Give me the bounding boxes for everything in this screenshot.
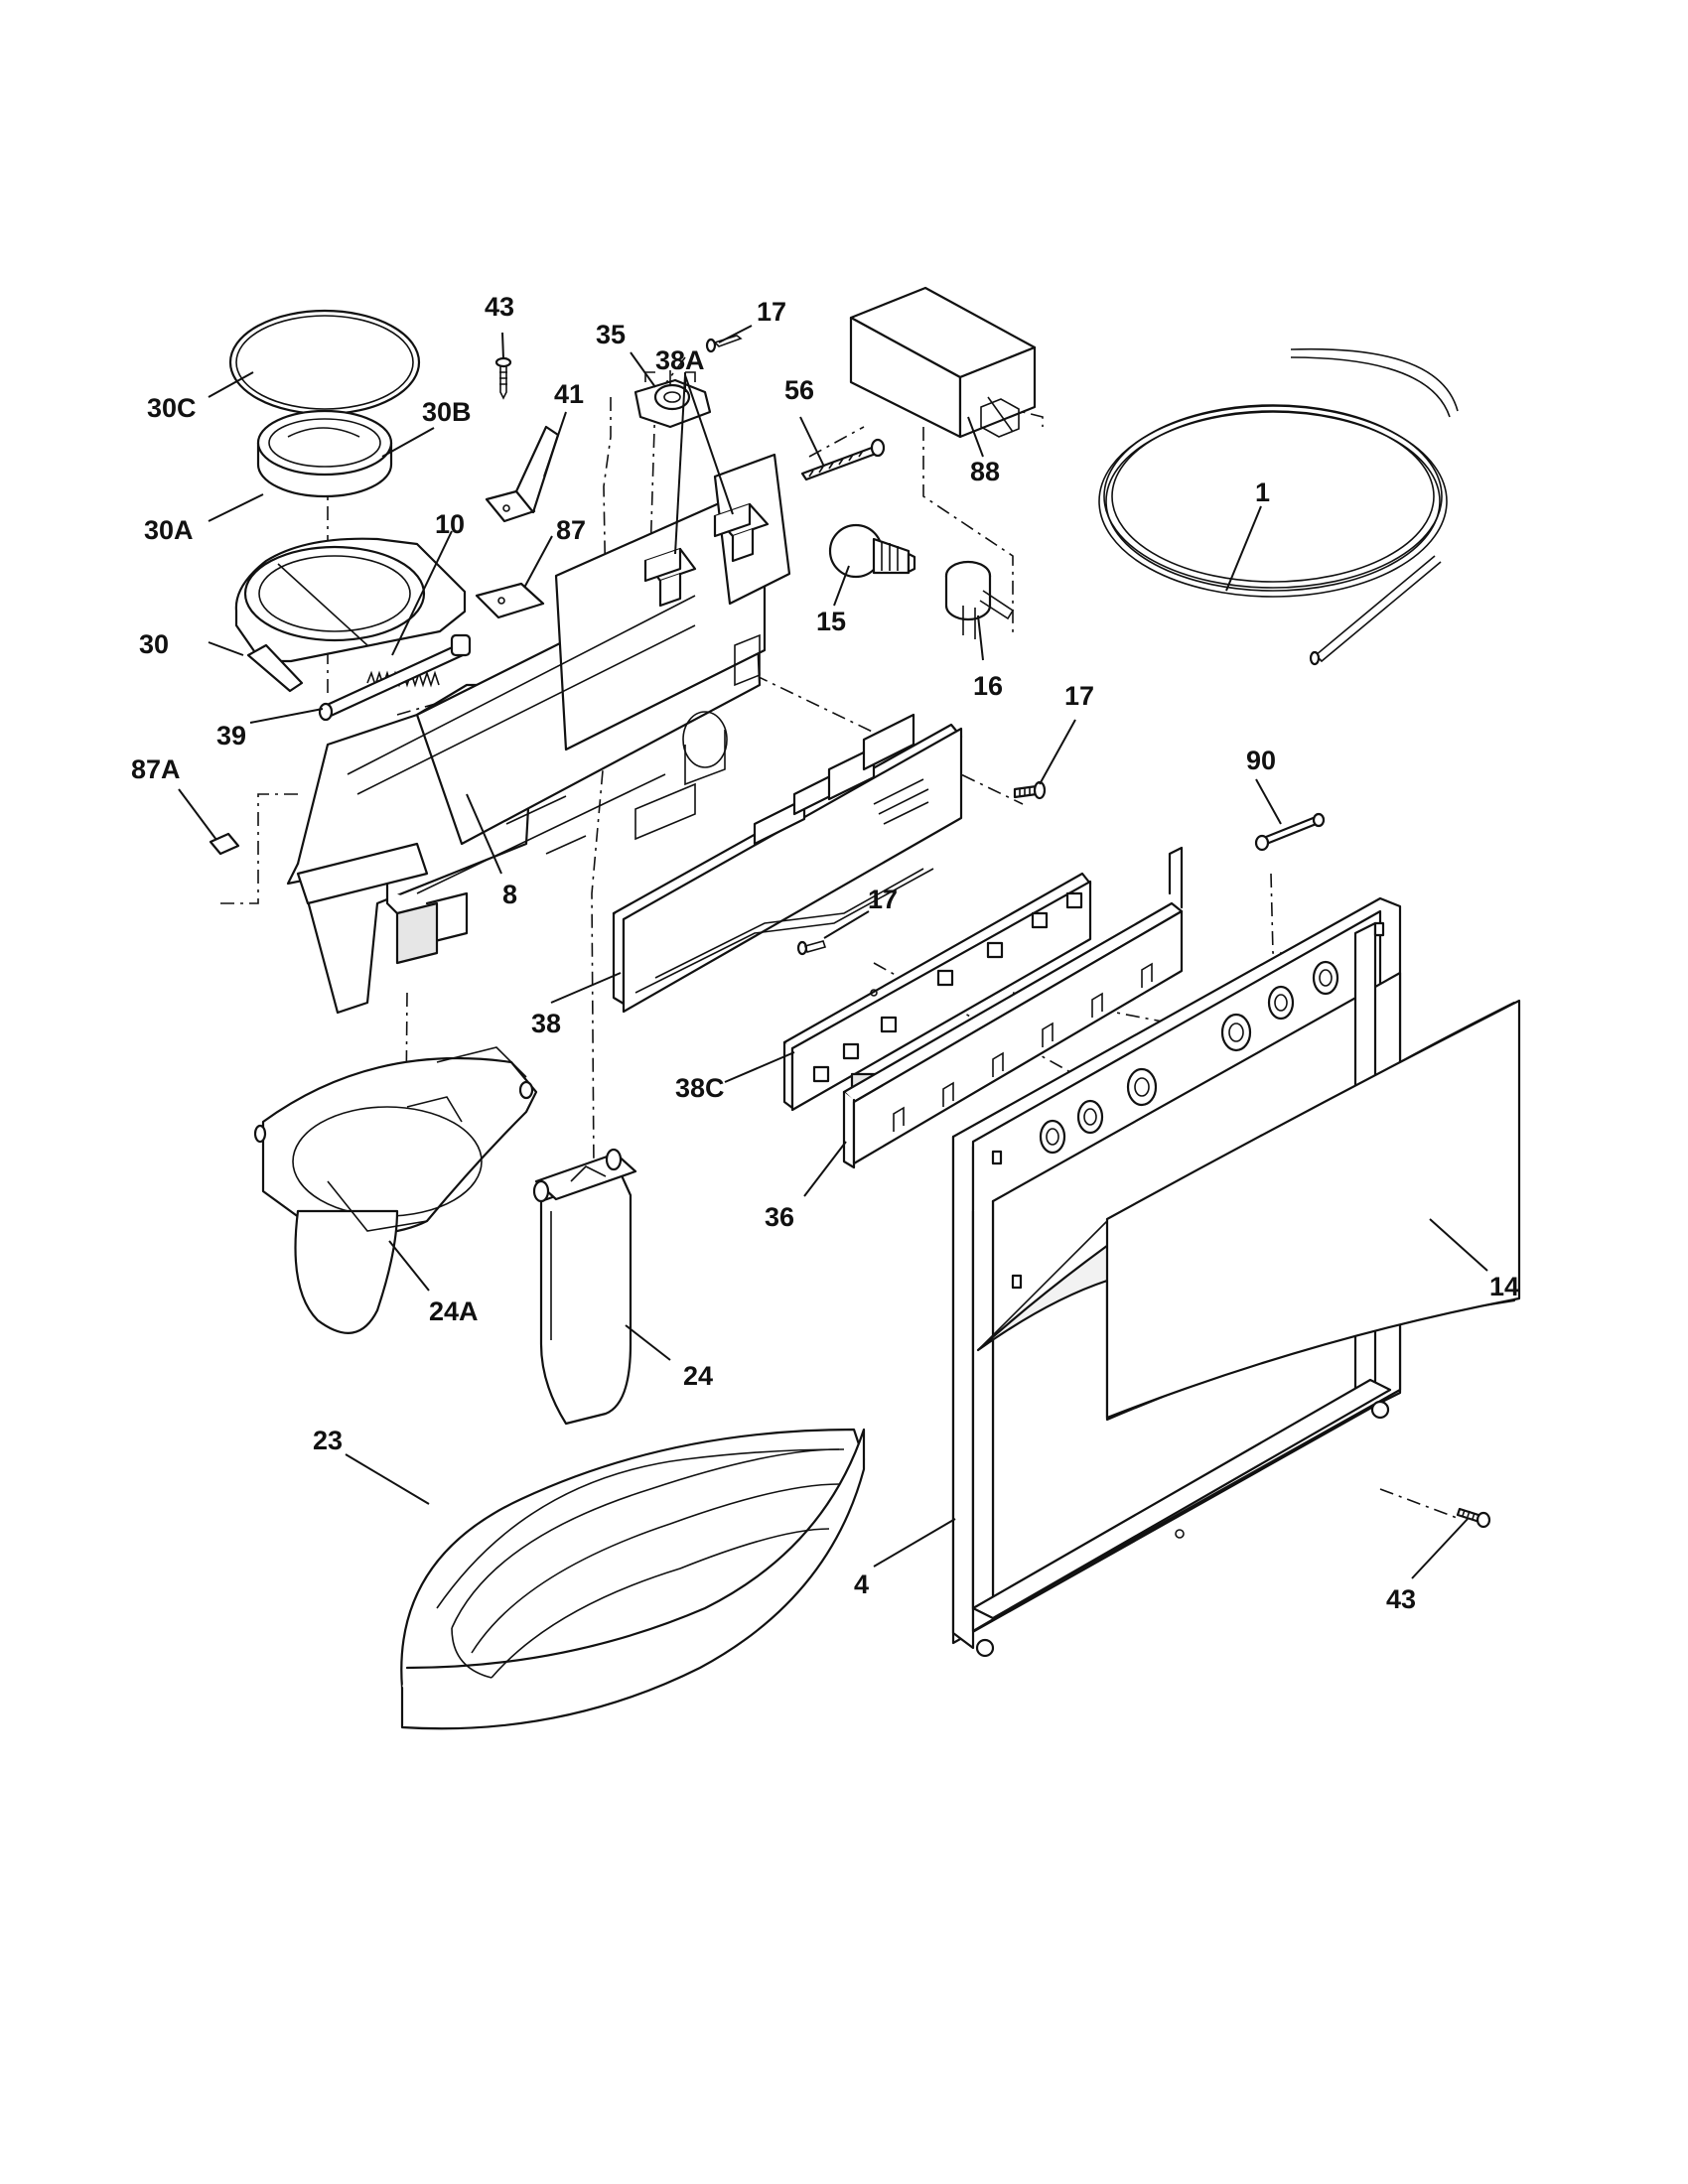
part-43-screw-top <box>494 356 512 400</box>
callout-30: 30 <box>139 629 169 659</box>
part-1-tubing-coil <box>1098 347 1459 666</box>
part-17-screw-top <box>705 335 743 353</box>
part-23-drip-tray <box>400 1428 866 1730</box>
callout-17-top: 17 <box>757 297 786 327</box>
callout-labels: 30C 43 35 17 41 30B 56 88 1 30A 38A 10 8… <box>131 292 1519 1614</box>
callout-87: 87 <box>556 515 586 545</box>
part-24a-ice-chute <box>253 1046 538 1334</box>
callout-35: 35 <box>596 320 626 349</box>
callout-15: 15 <box>816 607 846 636</box>
callout-36: 36 <box>765 1202 794 1232</box>
part-56-long-screw <box>800 438 886 481</box>
part-8-dispenser-housing <box>286 453 791 1015</box>
callout-38c: 38C <box>675 1073 725 1103</box>
leader-lines <box>178 325 1488 1579</box>
callout-43-top: 43 <box>485 292 514 322</box>
callout-38: 38 <box>531 1009 561 1038</box>
callout-17-mid: 17 <box>1064 681 1094 711</box>
part-30a-lens-housing <box>256 409 393 498</box>
callout-30c: 30C <box>147 393 197 423</box>
part-17-screw-mid <box>1013 780 1047 800</box>
callout-90: 90 <box>1246 746 1276 775</box>
callout-17-low: 17 <box>868 885 898 914</box>
callout-24a: 24A <box>429 1297 479 1326</box>
callout-24: 24 <box>683 1361 713 1391</box>
part-30-door-flap-frame <box>234 537 467 693</box>
part-35-actuator <box>633 370 712 429</box>
part-14-overlay-panel <box>976 999 1521 1422</box>
part-88-cover-box <box>849 286 1037 439</box>
callout-4: 4 <box>854 1570 869 1599</box>
callout-30b: 30B <box>422 397 472 427</box>
part-17-screw-low <box>796 940 827 956</box>
part-16-lamp-socket <box>944 560 1015 639</box>
faceplate-buttons <box>1039 960 1339 1155</box>
callout-16: 16 <box>973 671 1003 701</box>
callout-88: 88 <box>970 457 1000 486</box>
part-39-pivot-pin <box>318 633 472 722</box>
part-30c-gasket-ring <box>228 309 421 416</box>
part-87a-small-bracket <box>209 832 240 856</box>
callout-10: 10 <box>435 509 465 539</box>
callout-43-bottom: 43 <box>1386 1584 1416 1614</box>
callout-23: 23 <box>313 1426 343 1455</box>
part-24-flapper <box>532 1148 637 1426</box>
callout-8: 8 <box>502 880 517 909</box>
callout-39: 39 <box>216 721 246 751</box>
callout-38a: 38A <box>655 345 705 375</box>
callout-1: 1 <box>1255 478 1270 507</box>
callout-41: 41 <box>554 379 584 409</box>
part-36-button-bracket <box>842 846 1184 1169</box>
part-41-clip <box>485 425 560 523</box>
part-38c-display-board <box>782 872 1092 1112</box>
callout-30a: 30A <box>144 515 194 545</box>
part-87-bracket <box>475 582 545 619</box>
callout-87a: 87A <box>131 754 181 784</box>
part-15-light-bulb <box>828 523 916 579</box>
part-90-pin <box>1254 812 1326 852</box>
part-38-control-board <box>612 713 963 1014</box>
part-38a-microswitches <box>643 502 770 608</box>
callout-56: 56 <box>784 375 814 405</box>
callout-14: 14 <box>1489 1272 1519 1301</box>
part-43-screw-bottom <box>1456 1507 1491 1529</box>
